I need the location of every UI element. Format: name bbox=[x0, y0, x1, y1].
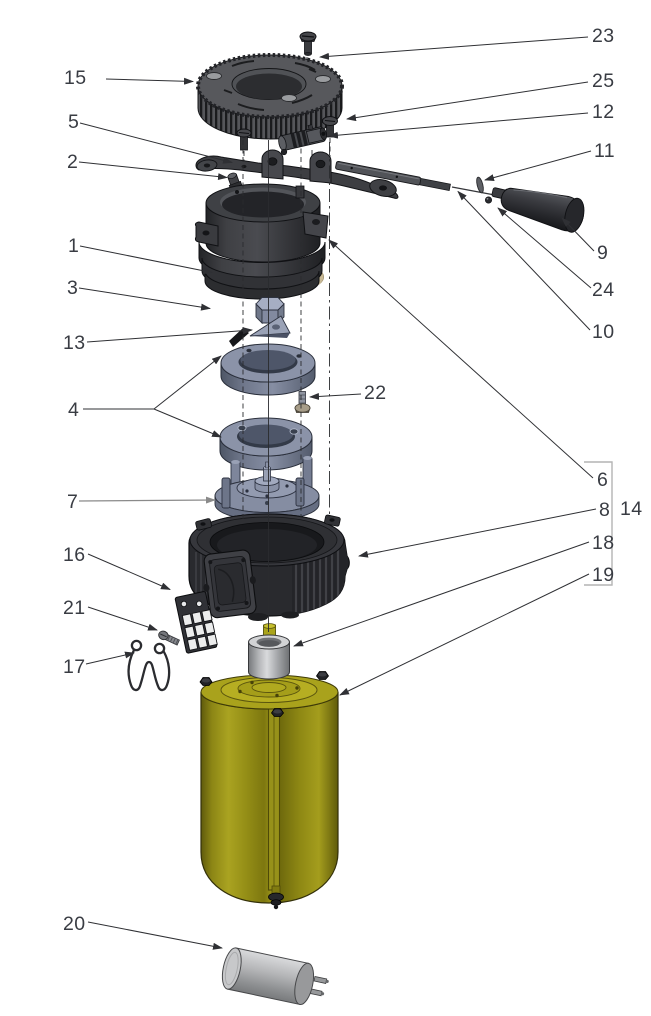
gear-hole bbox=[281, 94, 297, 102]
leader-21 bbox=[87, 606, 158, 631]
callout-21-label: 21 bbox=[63, 597, 86, 619]
callout-2-label: 2 bbox=[67, 151, 78, 173]
gear-ring-15 bbox=[196, 53, 344, 140]
callout-12-label: 12 bbox=[592, 101, 615, 123]
leader-13 bbox=[86, 327, 253, 343]
callout-6-label: 6 bbox=[597, 469, 608, 491]
leader-10 bbox=[457, 190, 591, 331]
callout-25-label: 25 bbox=[592, 70, 615, 92]
callout-3-label: 3 bbox=[67, 277, 78, 299]
detent-ball-12 bbox=[280, 148, 288, 156]
callout-11-label: 11 bbox=[594, 140, 615, 162]
leader-15 bbox=[105, 77, 194, 85]
callout-10-label: 10 bbox=[592, 321, 615, 343]
impeller-7 bbox=[214, 456, 320, 521]
callout-24-label: 24 bbox=[592, 279, 615, 301]
stator-lugs bbox=[195, 514, 341, 531]
leader-8 bbox=[358, 508, 597, 558]
leader-20 bbox=[87, 921, 223, 950]
leader-7 bbox=[78, 496, 216, 504]
callout-20-label: 20 bbox=[63, 913, 86, 935]
ball-24 bbox=[484, 196, 492, 204]
screw-22 bbox=[294, 391, 311, 413]
terminal-plate-16 bbox=[174, 591, 218, 654]
leader-9 bbox=[561, 217, 595, 252]
screw-25 bbox=[322, 116, 338, 138]
stator-housing-8 bbox=[188, 513, 350, 621]
capacitor-20 bbox=[221, 947, 329, 1006]
motor-bottom-stud bbox=[268, 885, 284, 910]
handle-9 bbox=[491, 187, 585, 233]
callout-7-label: 7 bbox=[67, 491, 78, 513]
gear-hole bbox=[206, 72, 222, 80]
bearing-ring-4-upper bbox=[220, 343, 316, 396]
leader-24 bbox=[497, 207, 592, 289]
callout-22-label: 22 bbox=[364, 382, 387, 404]
shaft-bushing-18 bbox=[248, 623, 290, 680]
leader-2 bbox=[78, 161, 228, 181]
leader-lines bbox=[78, 36, 597, 950]
leader-18 bbox=[293, 541, 590, 647]
callout-labels: 15 5 2 1 3 13 4 7 16 21 17 20 23 25 12 1… bbox=[63, 25, 643, 935]
leader-17 bbox=[85, 651, 135, 665]
callout-15-label: 15 bbox=[64, 67, 87, 89]
callout-19-label: 19 bbox=[592, 564, 615, 586]
terminal-grid bbox=[181, 609, 218, 651]
leader-23 bbox=[319, 36, 589, 60]
motor-bolt bbox=[199, 677, 213, 686]
screw-23 bbox=[299, 31, 317, 56]
leader-1 bbox=[79, 245, 213, 275]
motor-19 bbox=[199, 671, 339, 910]
washer-11 bbox=[476, 176, 484, 194]
gear-hole bbox=[315, 75, 331, 83]
bracket-screw bbox=[236, 128, 252, 151]
housing-6 bbox=[194, 183, 329, 300]
callout-9-label: 9 bbox=[597, 242, 608, 264]
leader-22 bbox=[309, 392, 362, 400]
callout-17-label: 17 bbox=[63, 656, 86, 678]
callout-13-label: 13 bbox=[63, 332, 86, 354]
bracket-5 bbox=[195, 149, 399, 199]
leader-11 bbox=[484, 150, 592, 182]
leader-3 bbox=[78, 287, 211, 311]
gear-face-markings bbox=[223, 60, 317, 111]
callout-16-label: 16 bbox=[63, 544, 86, 566]
callout-8-label: 8 bbox=[599, 499, 610, 521]
leader-16 bbox=[87, 553, 171, 590]
leader-4 bbox=[83, 355, 222, 438]
leader-25 bbox=[346, 81, 589, 122]
leader-6 bbox=[328, 239, 594, 479]
callout-5-label: 5 bbox=[68, 111, 79, 133]
callout-1-label: 1 bbox=[68, 235, 79, 257]
group-bracket-14 bbox=[584, 461, 613, 586]
shaft-rod-10 bbox=[335, 160, 501, 197]
callout-23-label: 23 bbox=[592, 25, 615, 47]
leader-19 bbox=[339, 573, 590, 696]
callout-14-label: 14 bbox=[620, 498, 643, 520]
hex-nut-3 bbox=[255, 297, 285, 325]
callout-18-label: 18 bbox=[592, 532, 615, 554]
screw-21 bbox=[158, 630, 180, 646]
junction-box bbox=[203, 549, 257, 619]
impeller-posts-front bbox=[221, 477, 305, 509]
housing-right-lug bbox=[302, 211, 329, 239]
callout-4-label: 4 bbox=[68, 399, 79, 421]
motor-bolt bbox=[270, 708, 285, 717]
wire-clip-17 bbox=[127, 639, 171, 692]
leader-5 bbox=[79, 122, 233, 164]
leader-12 bbox=[328, 112, 589, 139]
motor-bolt bbox=[315, 671, 330, 680]
